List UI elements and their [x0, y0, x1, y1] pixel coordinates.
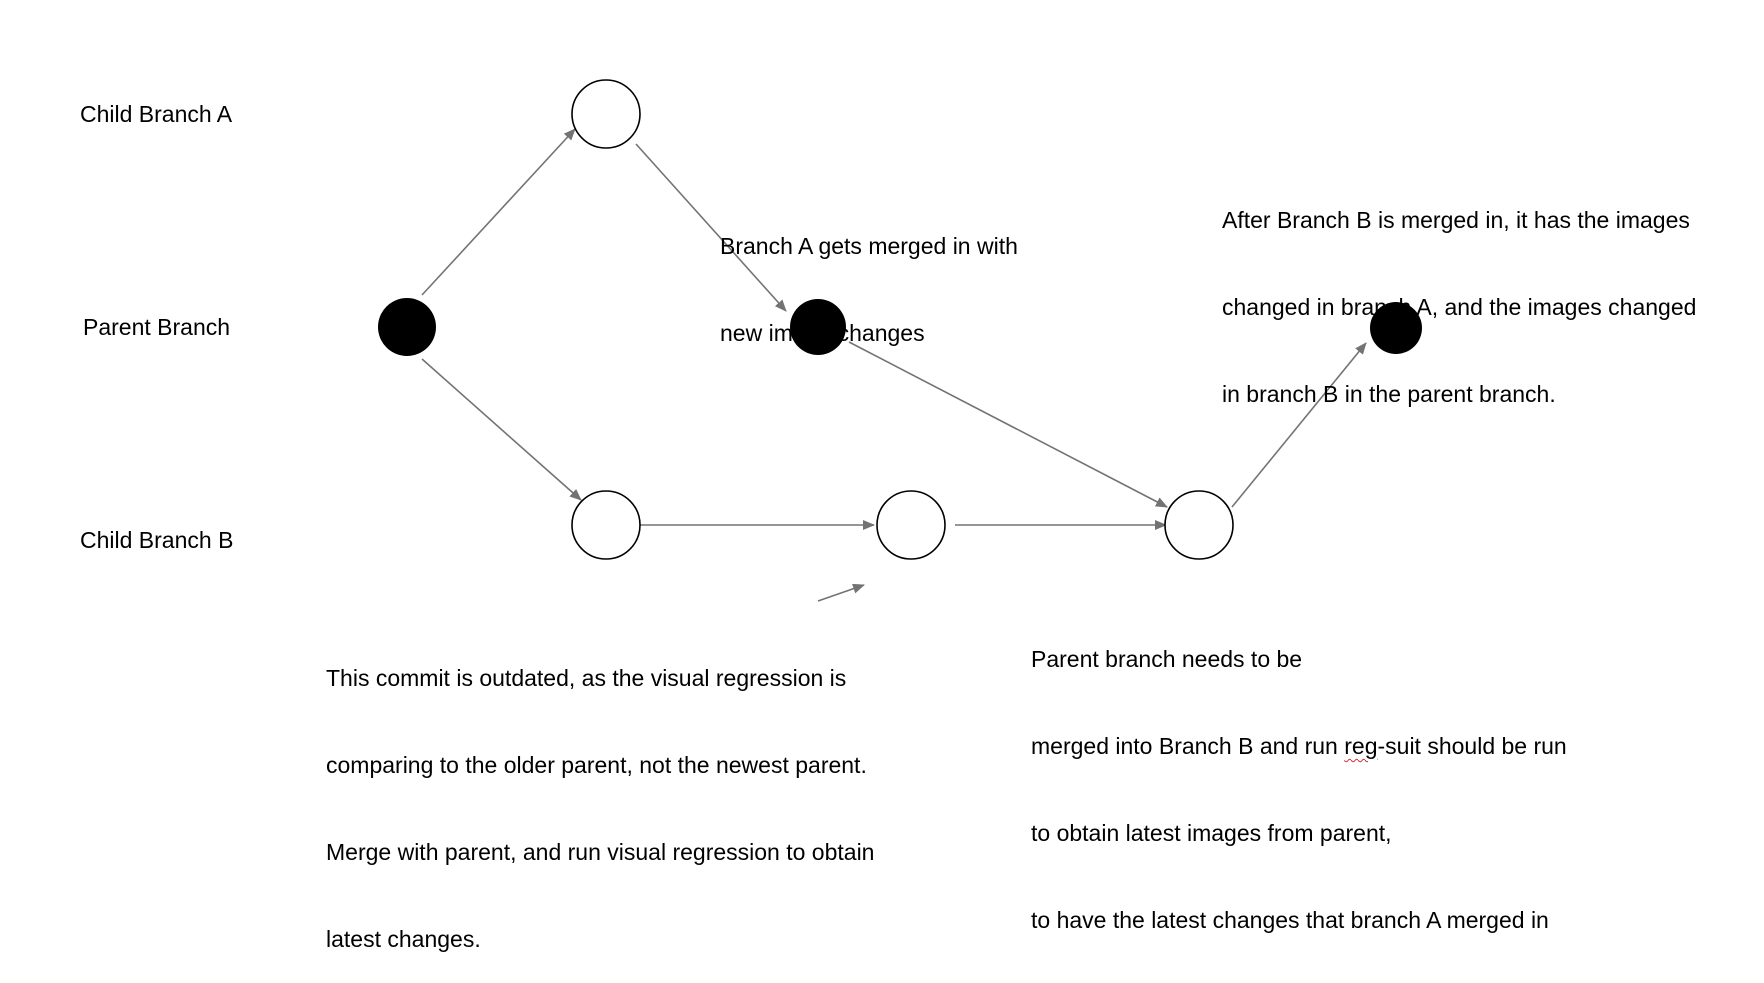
arrow-a1-to-parent2 — [635, 143, 787, 312]
branch-a-commit — [571, 79, 641, 149]
arrow-parent1-to-a1 — [421, 128, 576, 296]
parent-branch-label: Parent Branch — [83, 314, 231, 340]
spellcheck-flagged-word: reg — [1344, 733, 1378, 759]
note-line: merged into Branch B and run reg-suit sh… — [1031, 732, 1567, 761]
note-line: comparing to the older parent, not the n… — [326, 752, 867, 778]
arrow-parent2-to-b3 — [848, 341, 1168, 508]
note-line: changed in branch A, and the images chan… — [1222, 294, 1697, 320]
branch-b-commit-2 — [876, 490, 946, 560]
note-text: -suit should be run — [1377, 733, 1567, 759]
note-line: After Branch B is merged in, it has the … — [1222, 207, 1690, 233]
outdated-commit-note: This commit is outdated, as the visual r… — [326, 606, 874, 983]
note-line: This commit is outdated, as the visual r… — [326, 665, 847, 691]
after-branch-b-merge-note: After Branch B is merged in, it has the … — [1222, 148, 1696, 438]
branch-b-commit-1 — [571, 490, 641, 560]
branch-a-merge-note: Branch A gets merged in with new image c… — [720, 174, 1018, 377]
arrow-parent1-to-b1 — [421, 358, 582, 501]
arrow-b3-to-parent3 — [1231, 342, 1367, 508]
branch-b-commit-3 — [1164, 490, 1234, 560]
branch-diagram — [378, 79, 1422, 602]
note-line: latest changes. — [326, 926, 481, 952]
parent-commit-1 — [378, 298, 436, 356]
note-line: Parent branch needs to be — [1031, 646, 1303, 672]
parent-commit-3 — [1370, 302, 1422, 354]
note-line: Branch A gets merged in with — [720, 233, 1018, 259]
note-line: in branch B in the parent branch. — [1222, 381, 1556, 407]
child-branch-a-label: Child Branch A — [80, 101, 233, 127]
child-branch-b-label: Child Branch B — [80, 527, 234, 553]
note-line: to obtain latest images from parent, — [1031, 820, 1392, 846]
arrow-pointer-to-b2 — [817, 583, 865, 602]
note-line: to have the latest changes that branch A… — [1031, 907, 1549, 933]
note-text: merged into Branch B and run — [1031, 733, 1345, 759]
note-line: Merge with parent, and run visual regres… — [326, 839, 875, 865]
parent-commit-2 — [790, 299, 846, 355]
note-line: new image changes — [720, 320, 925, 346]
